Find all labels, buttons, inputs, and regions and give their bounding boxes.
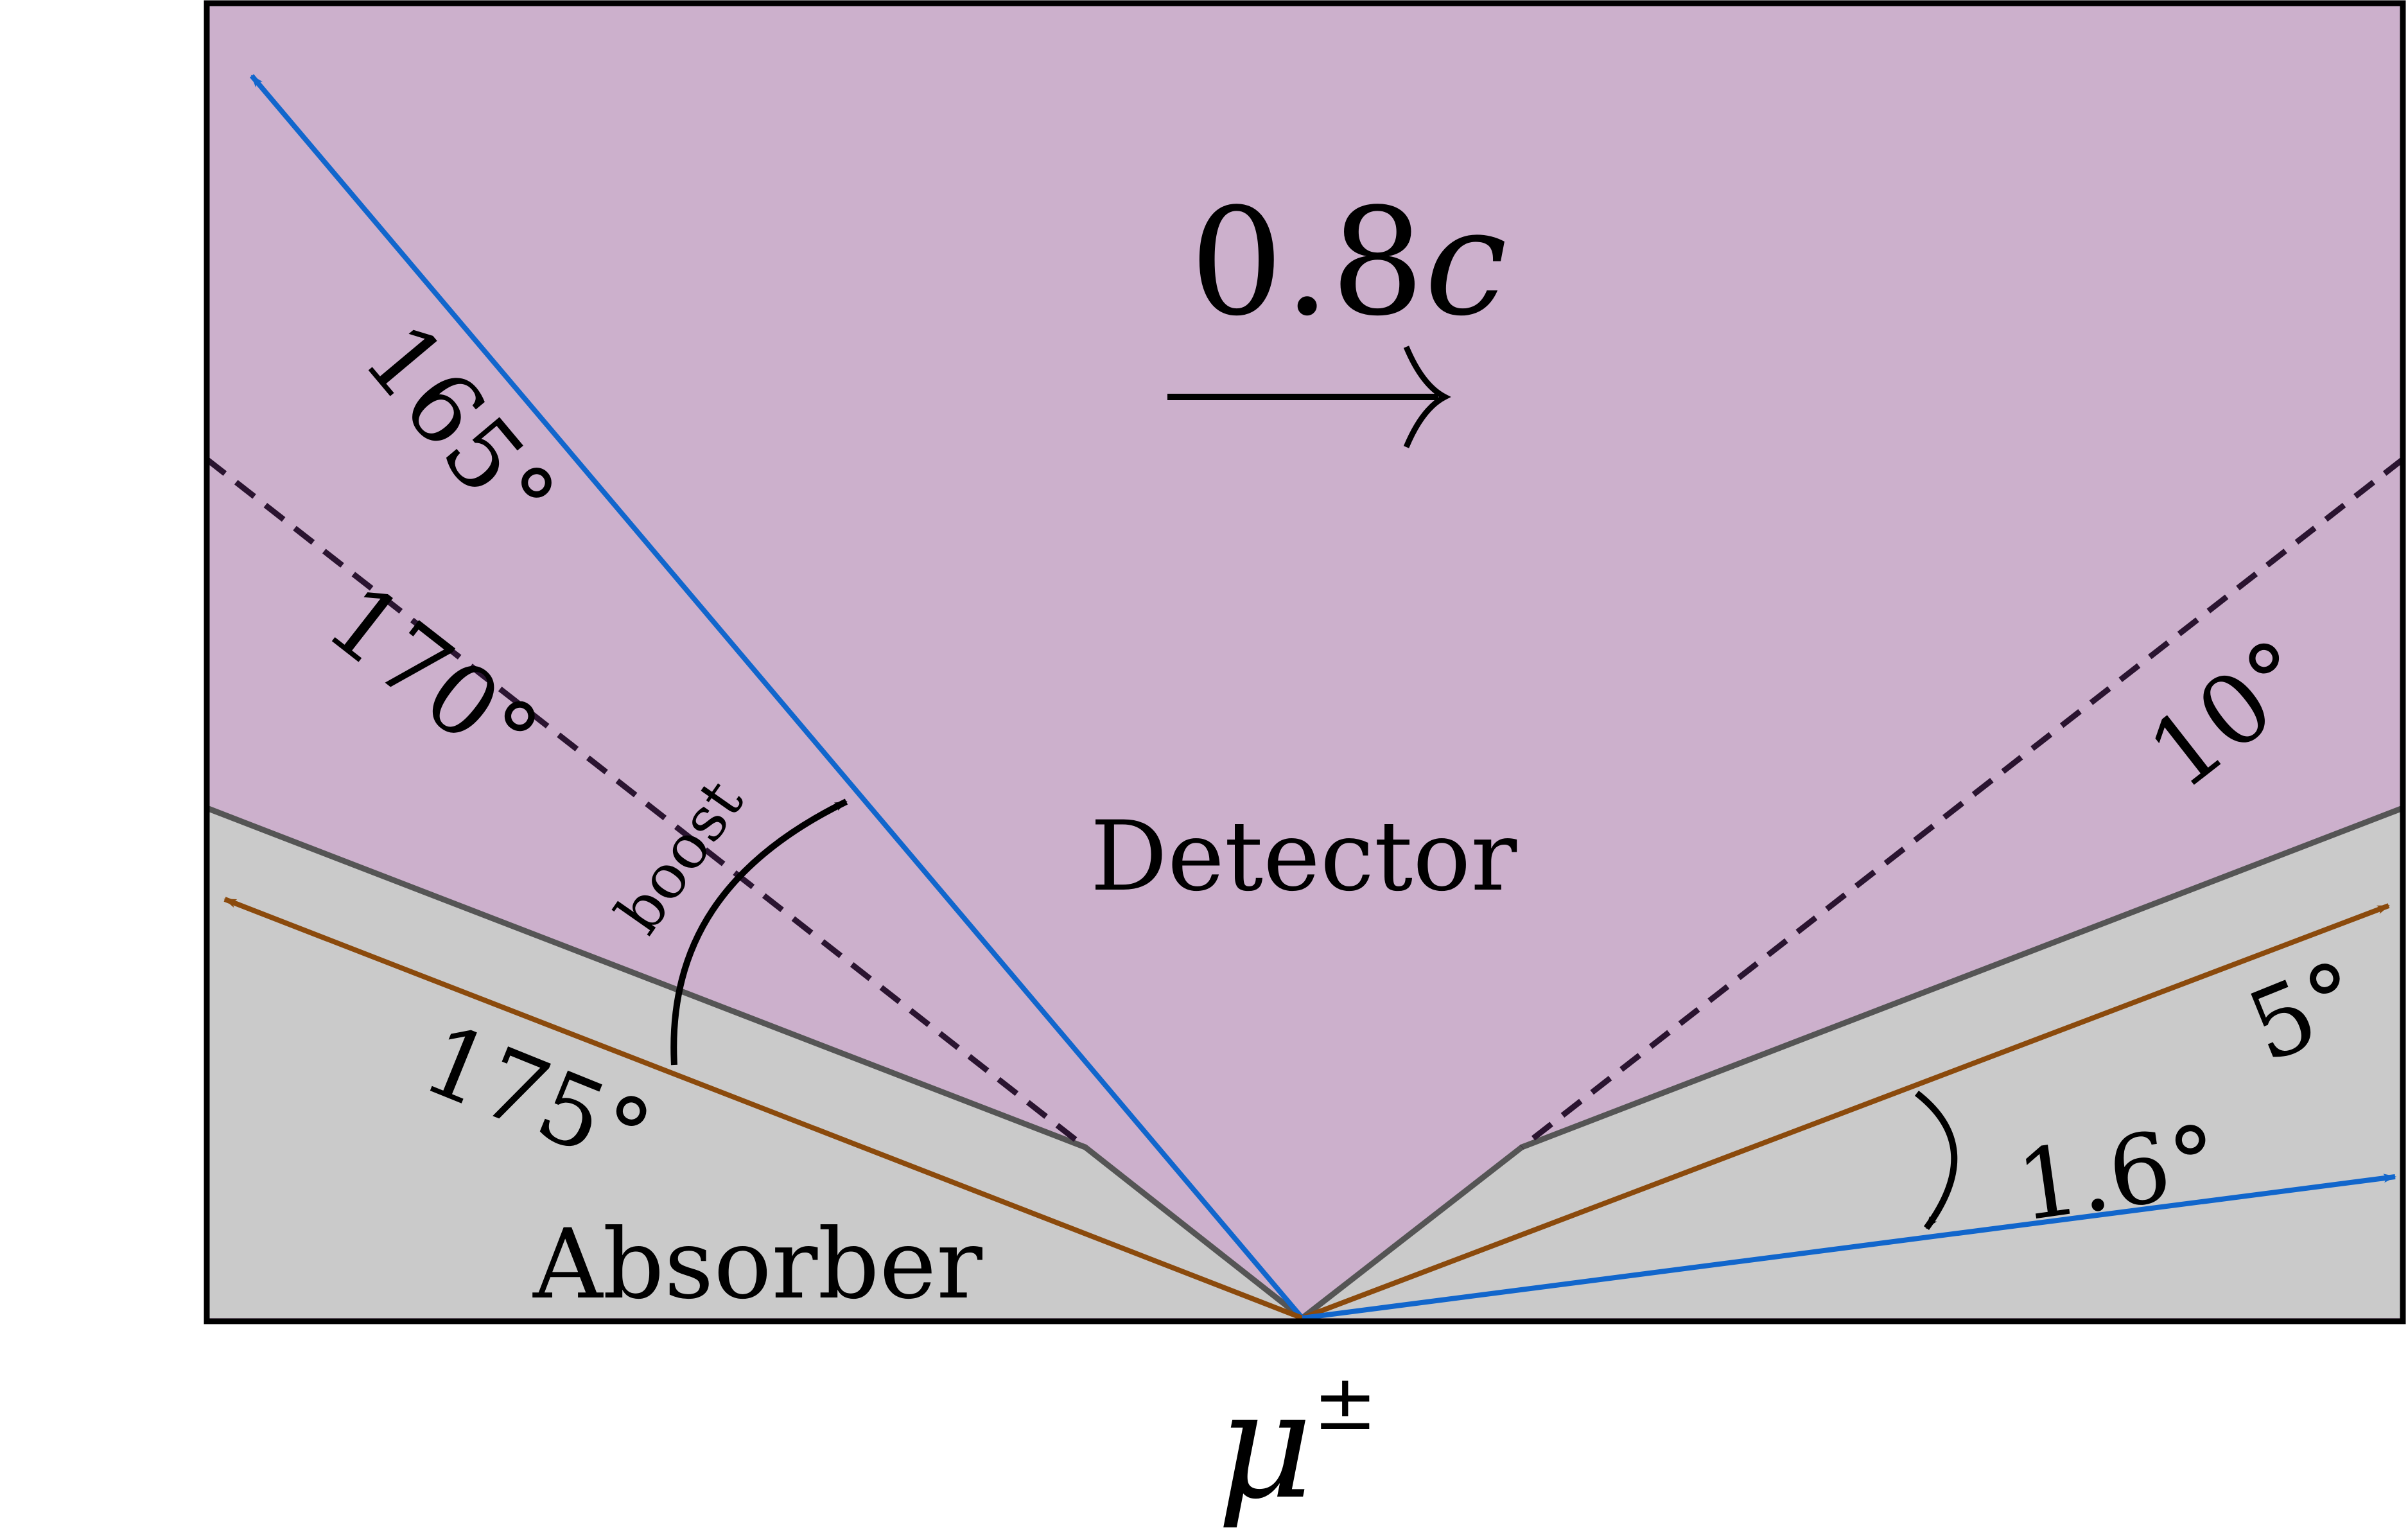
ray-1-6-arrow [1302,1174,2396,1321]
plot-frame [204,0,2406,1324]
absorber-region [207,808,2403,1318]
ray-175-arrow [223,897,1304,1321]
ray-5-arrow [1301,903,2390,1321]
boost-arrow-right [1914,1091,1958,1230]
absorber-label: Absorber [532,1209,982,1321]
boost-arrow-left [670,798,848,1066]
velocity-arrow-head [1403,346,1451,448]
angle-1-6-label: 1.6° [2011,1105,2226,1244]
velocity-label: 0.8c [1190,177,1508,349]
ray-165-arrow [249,74,1305,1320]
particle-label: μ± [1217,1359,1377,1530]
dashed-line-10 [1520,457,2405,1150]
detector-label: Detector [1090,801,1517,913]
